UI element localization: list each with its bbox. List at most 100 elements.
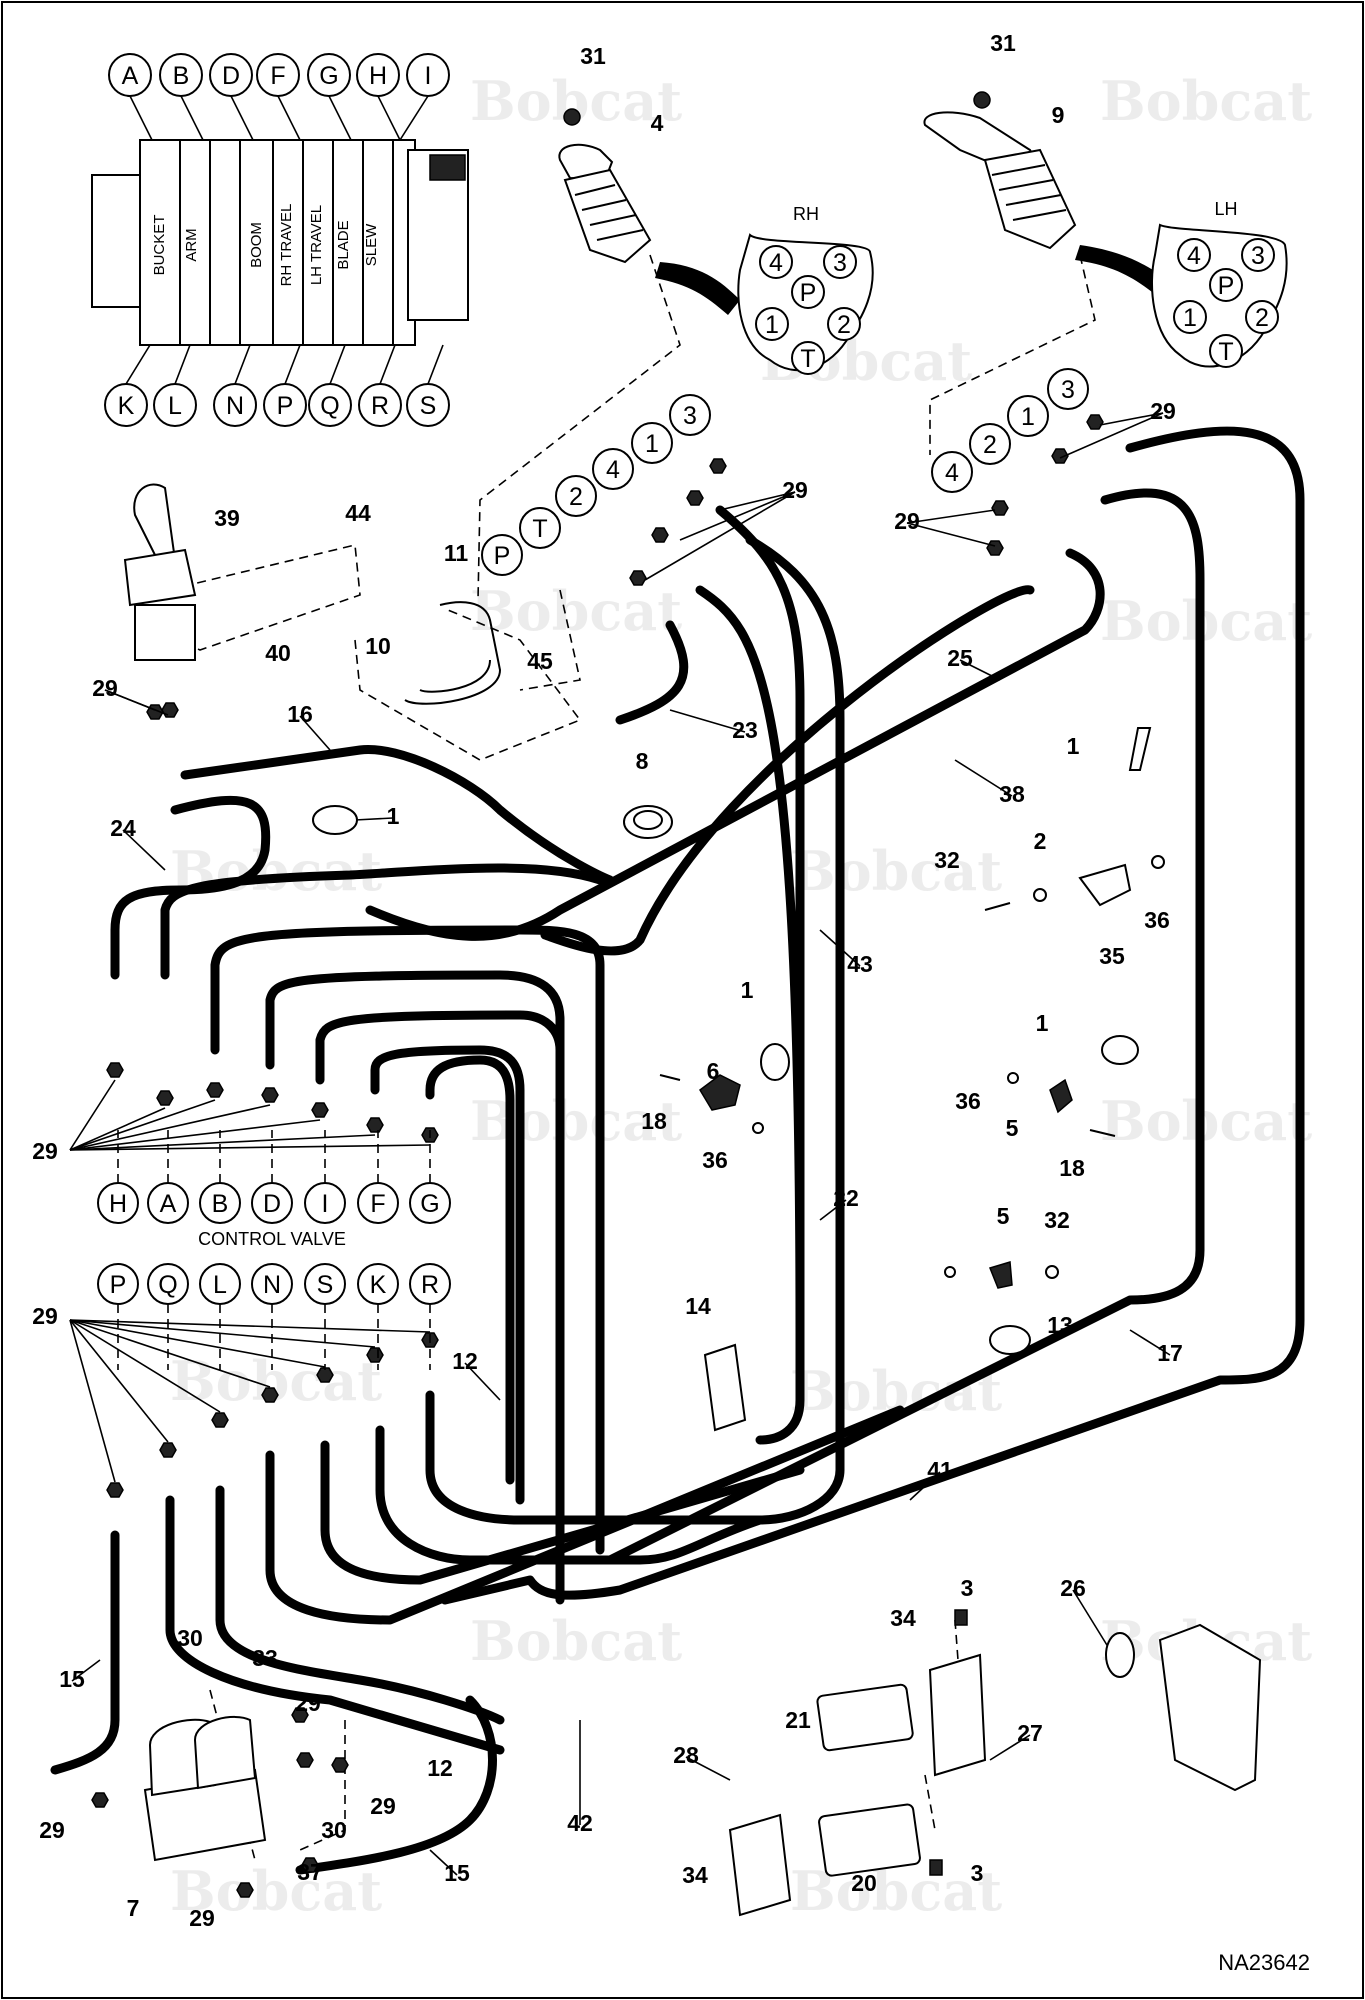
lh-port-t-text: T xyxy=(1218,338,1233,366)
valve-section-label: SLEW xyxy=(363,223,380,266)
callout-leaders xyxy=(69,412,1171,1876)
hose-n xyxy=(265,1405,905,1625)
row-port-h-text: H xyxy=(109,1190,127,1218)
bracket-5a xyxy=(1049,1078,1073,1114)
callout-27: 27 xyxy=(1017,1720,1043,1746)
row-port-r-text: R xyxy=(421,1271,439,1299)
row-port-r: R xyxy=(409,1263,451,1305)
manifold-7-boot-b xyxy=(193,1715,257,1790)
lh-port-p: P xyxy=(1209,268,1243,302)
rh-port-2-text: 2 xyxy=(837,311,851,339)
lh-hose-tag-1-text: 1 xyxy=(1021,403,1035,431)
valve-top-leader xyxy=(129,95,153,141)
pilot-joystick-boot-39 xyxy=(123,548,197,607)
callout-28: 28 xyxy=(673,1742,699,1768)
callout-4: 4 xyxy=(651,110,664,136)
valve-bottom-leader xyxy=(427,344,444,385)
valve-section-label: BUCKET xyxy=(151,215,168,276)
rh-port-4: 4 xyxy=(759,245,793,279)
rh-hose-tag-4: 4 xyxy=(592,448,634,490)
valve-solenoid xyxy=(429,154,466,181)
callout-2: 2 xyxy=(1034,828,1047,854)
rh-port-4-circle xyxy=(759,245,793,279)
rh-hose-tag-1-text: 1 xyxy=(645,430,659,458)
dashed-outlines xyxy=(167,254,1096,1906)
hex-fitting xyxy=(686,490,704,506)
row-port-d: D xyxy=(251,1182,293,1224)
callout-18: 18 xyxy=(641,1108,667,1134)
hex-fitting xyxy=(261,1087,279,1103)
valve-section-label: BLADE xyxy=(335,220,352,269)
valve-section-label: BOOM xyxy=(248,222,265,268)
lh-hose-tag-3-text: 3 xyxy=(1061,376,1075,404)
valve-top-port-b-text: B xyxy=(173,62,190,90)
washer-2 xyxy=(1033,888,1047,902)
valve-bottom-port-n: N xyxy=(213,383,257,427)
hex-fitting xyxy=(316,1367,334,1383)
hose-q xyxy=(165,1495,505,1755)
strap-1a xyxy=(1128,727,1152,771)
valve-bottom-port-s: S xyxy=(406,383,450,427)
switch-panel-20 xyxy=(818,1803,921,1877)
row-port-l-text: L xyxy=(213,1271,227,1299)
watermark: Bobcat xyxy=(1100,69,1312,133)
hex-fitting xyxy=(1086,414,1104,430)
hose-16 xyxy=(180,745,615,885)
row-port-h: H xyxy=(97,1182,139,1224)
clamp-13 xyxy=(989,1325,1031,1355)
valve-top-port-a-text: A xyxy=(122,62,139,90)
row-port-g-text: G xyxy=(420,1190,439,1218)
callout-1: 1 xyxy=(1067,733,1080,759)
bolt-32b xyxy=(1045,1265,1059,1279)
lh-port-2-text: 2 xyxy=(1255,304,1269,332)
callout-29: 29 xyxy=(1150,398,1176,424)
clip-3a xyxy=(954,1609,968,1626)
hose-15a xyxy=(50,1530,120,1775)
drawing-code: NA23642 xyxy=(1218,1950,1310,1975)
rh-port-3-text: 3 xyxy=(833,249,847,277)
pilot-joystick-39 xyxy=(133,483,177,567)
callout-16: 16 xyxy=(287,701,313,727)
callout-44: 44 xyxy=(345,500,371,526)
callout-25: 25 xyxy=(947,645,973,671)
hose-i xyxy=(315,1010,565,1085)
lh-hose-tag-3-circle xyxy=(1047,368,1089,410)
callout-29: 29 xyxy=(32,1138,58,1164)
valve-top-leader xyxy=(399,95,429,141)
fan-leader xyxy=(69,1319,376,1348)
bolt-18b xyxy=(1089,1129,1116,1137)
callout-24: 24 xyxy=(110,815,136,841)
callout-1: 1 xyxy=(741,977,754,1003)
callout-31: 31 xyxy=(580,43,606,69)
rh-hose-tag-2: 2 xyxy=(555,475,597,517)
rh-hose-tag-p: P xyxy=(481,534,523,576)
valve-top-port-d-text: D xyxy=(222,62,240,90)
lh-port-2: 2 xyxy=(1245,300,1279,334)
lh-port-3-text: 3 xyxy=(1251,242,1265,270)
hose-f xyxy=(370,1045,525,1505)
lh-port-3-circle xyxy=(1241,238,1275,272)
lh-hose-tag-2-text: 2 xyxy=(983,431,997,459)
valve-top-port-f-text: F xyxy=(270,62,285,90)
row-port-f: F xyxy=(357,1182,399,1224)
valve-top-leader xyxy=(230,95,254,141)
valve-section-label: ARM xyxy=(183,228,200,261)
callout-32: 32 xyxy=(934,847,960,873)
valve-bottom-port-q: Q xyxy=(308,383,352,427)
rh-port-1: 1 xyxy=(755,307,789,341)
callout-43: 43 xyxy=(847,951,873,977)
lh-port-4: 4 xyxy=(1177,238,1211,272)
callout-8: 8 xyxy=(636,748,649,774)
clip-14 xyxy=(703,1343,747,1432)
hex-fitting xyxy=(651,527,669,543)
lh-port-t: T xyxy=(1209,334,1243,368)
callout-36: 36 xyxy=(1144,907,1170,933)
callout-12: 12 xyxy=(427,1755,453,1781)
callout-38: 38 xyxy=(999,781,1025,807)
watermark: Bobcat xyxy=(170,1859,382,1923)
valve-bottom-port-l: L xyxy=(153,383,197,427)
callout-20: 20 xyxy=(851,1870,877,1896)
callout-42: 42 xyxy=(567,1810,593,1836)
nut-36c xyxy=(752,1122,764,1134)
hose-inner-right xyxy=(605,488,1205,1565)
